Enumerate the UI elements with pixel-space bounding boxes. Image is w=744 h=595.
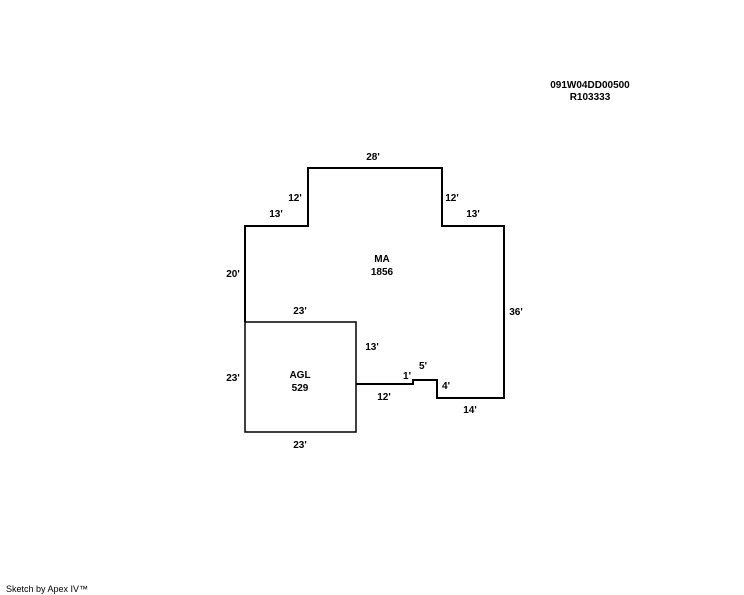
sketch-credit: Sketch by Apex IV™ — [6, 584, 89, 594]
dim-notch-top: 5' — [419, 361, 427, 372]
dim-upper-left-step: 13' — [269, 209, 283, 220]
dim-left-upper: 20' — [226, 269, 240, 280]
dim-bottom-mid: 12' — [377, 392, 391, 403]
parcel-identifiers: 091W04DD00500 R103333 — [540, 80, 640, 104]
map-number: 091W04DD00500 — [550, 80, 630, 91]
garage-area-sqft: 529 — [292, 383, 309, 394]
dim-right: 36' — [509, 307, 523, 318]
dim-upper-right-step: 13' — [466, 209, 480, 220]
dim-garage-top: 23' — [293, 306, 307, 317]
dim-garage-left: 23' — [226, 373, 240, 384]
dim-notch-small: 1' — [403, 371, 411, 382]
dim-garage-bottom: 23' — [293, 440, 307, 451]
dim-upper-right-jog: 12' — [445, 193, 459, 204]
dim-bottom-right: 14' — [463, 405, 477, 416]
dim-upper-left-jog: 12' — [288, 193, 302, 204]
main-area-outline — [244, 167, 505, 399]
main-area-code: MA — [374, 254, 390, 265]
dim-garage-right: 13' — [365, 342, 379, 353]
garage-area-code: AGL — [289, 370, 310, 381]
main-area-sqft: 1856 — [371, 267, 394, 278]
dim-notch-drop: 4' — [442, 381, 450, 392]
dim-top: 28' — [366, 152, 380, 163]
account-number: R103333 — [569, 92, 611, 103]
garage-outline — [244, 321, 357, 433]
